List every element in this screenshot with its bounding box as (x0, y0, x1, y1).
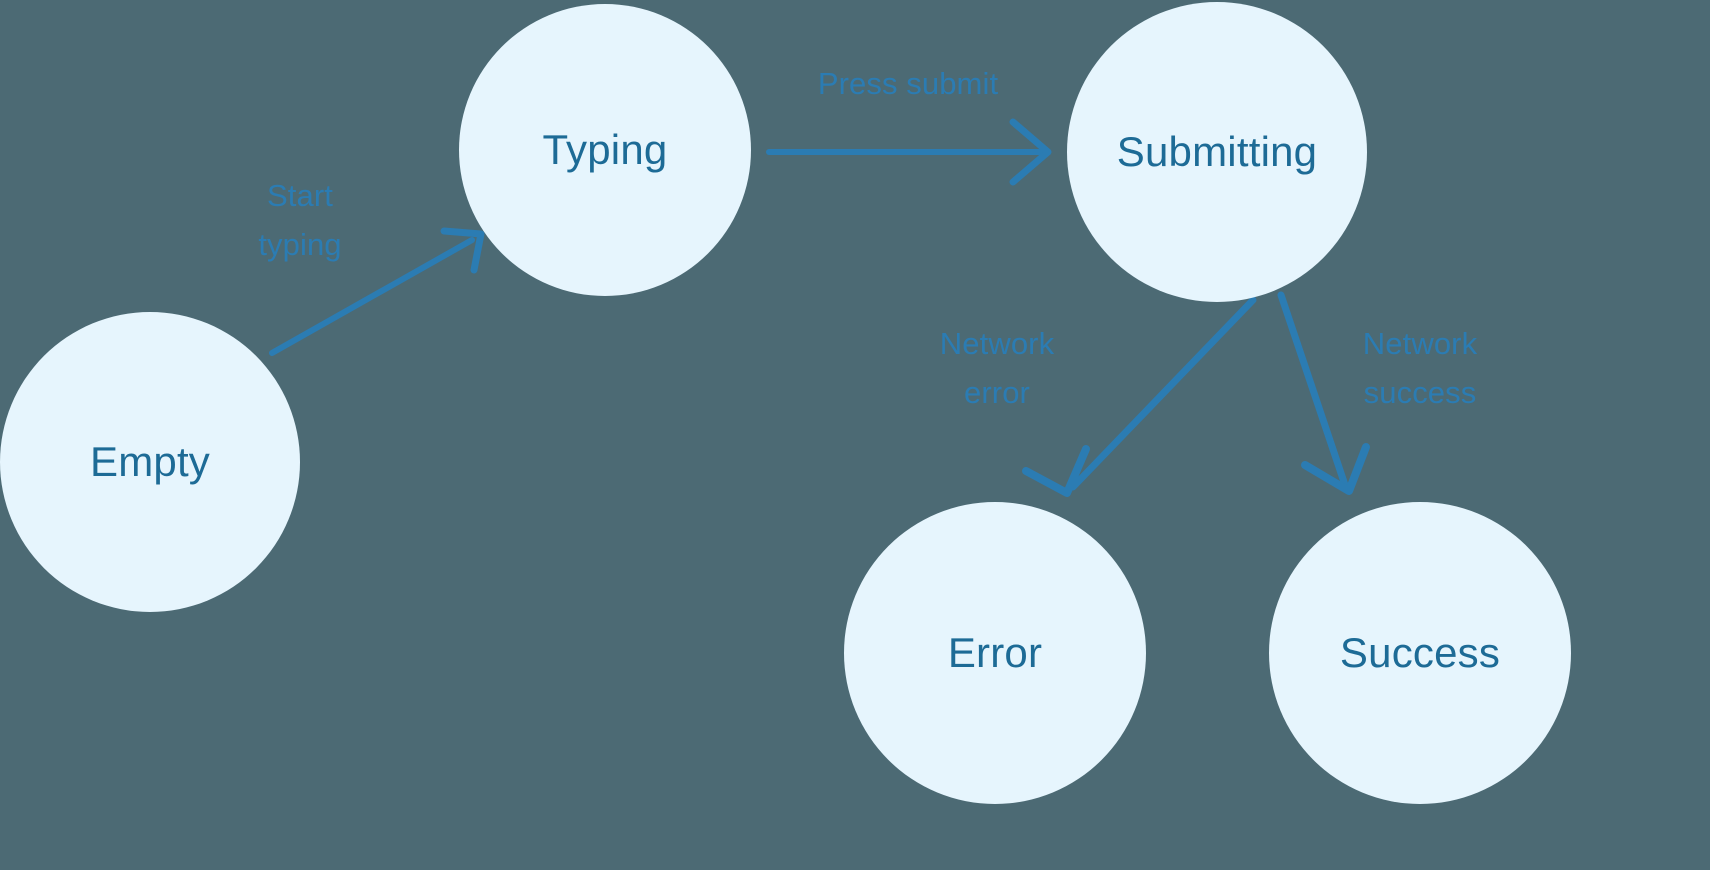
node-typing[interactable]: Typing (459, 4, 751, 296)
edge-label-press-submit: Press submit (817, 66, 999, 101)
edge-label-network-error: Network error (939, 326, 1055, 410)
node-empty[interactable]: Empty (0, 312, 300, 612)
node-label-empty: Empty (89, 438, 211, 485)
edge-submitting-to-success (1277, 291, 1370, 495)
edge-line-submitting-to-error (1069, 296, 1257, 491)
edge-submitting-to-error (1022, 296, 1257, 497)
edge-label-start-typing: Start typing (258, 178, 342, 262)
edge-line-empty-to-typing (269, 237, 475, 356)
arrowhead-submitting-to-error (1022, 445, 1090, 497)
edge-typing-to-submitting (766, 118, 1052, 186)
edge-empty-to-typing (269, 227, 485, 356)
node-success[interactable]: Success (1269, 502, 1571, 804)
arrowhead-typing-to-submitting (1009, 118, 1052, 186)
edge-label-network-success: Network success (1362, 326, 1478, 410)
node-submitting[interactable]: Submitting (1067, 2, 1367, 302)
node-label-typing: Typing (542, 126, 668, 173)
arrowhead-submitting-to-success (1301, 443, 1370, 495)
edge-line-submitting-to-success (1277, 291, 1349, 489)
arrowhead-empty-to-typing (440, 227, 485, 274)
node-label-submitting: Submitting (1116, 128, 1318, 175)
node-label-error: Error (947, 629, 1043, 676)
node-error[interactable]: Error (844, 502, 1146, 804)
node-label-success: Success (1339, 629, 1501, 676)
